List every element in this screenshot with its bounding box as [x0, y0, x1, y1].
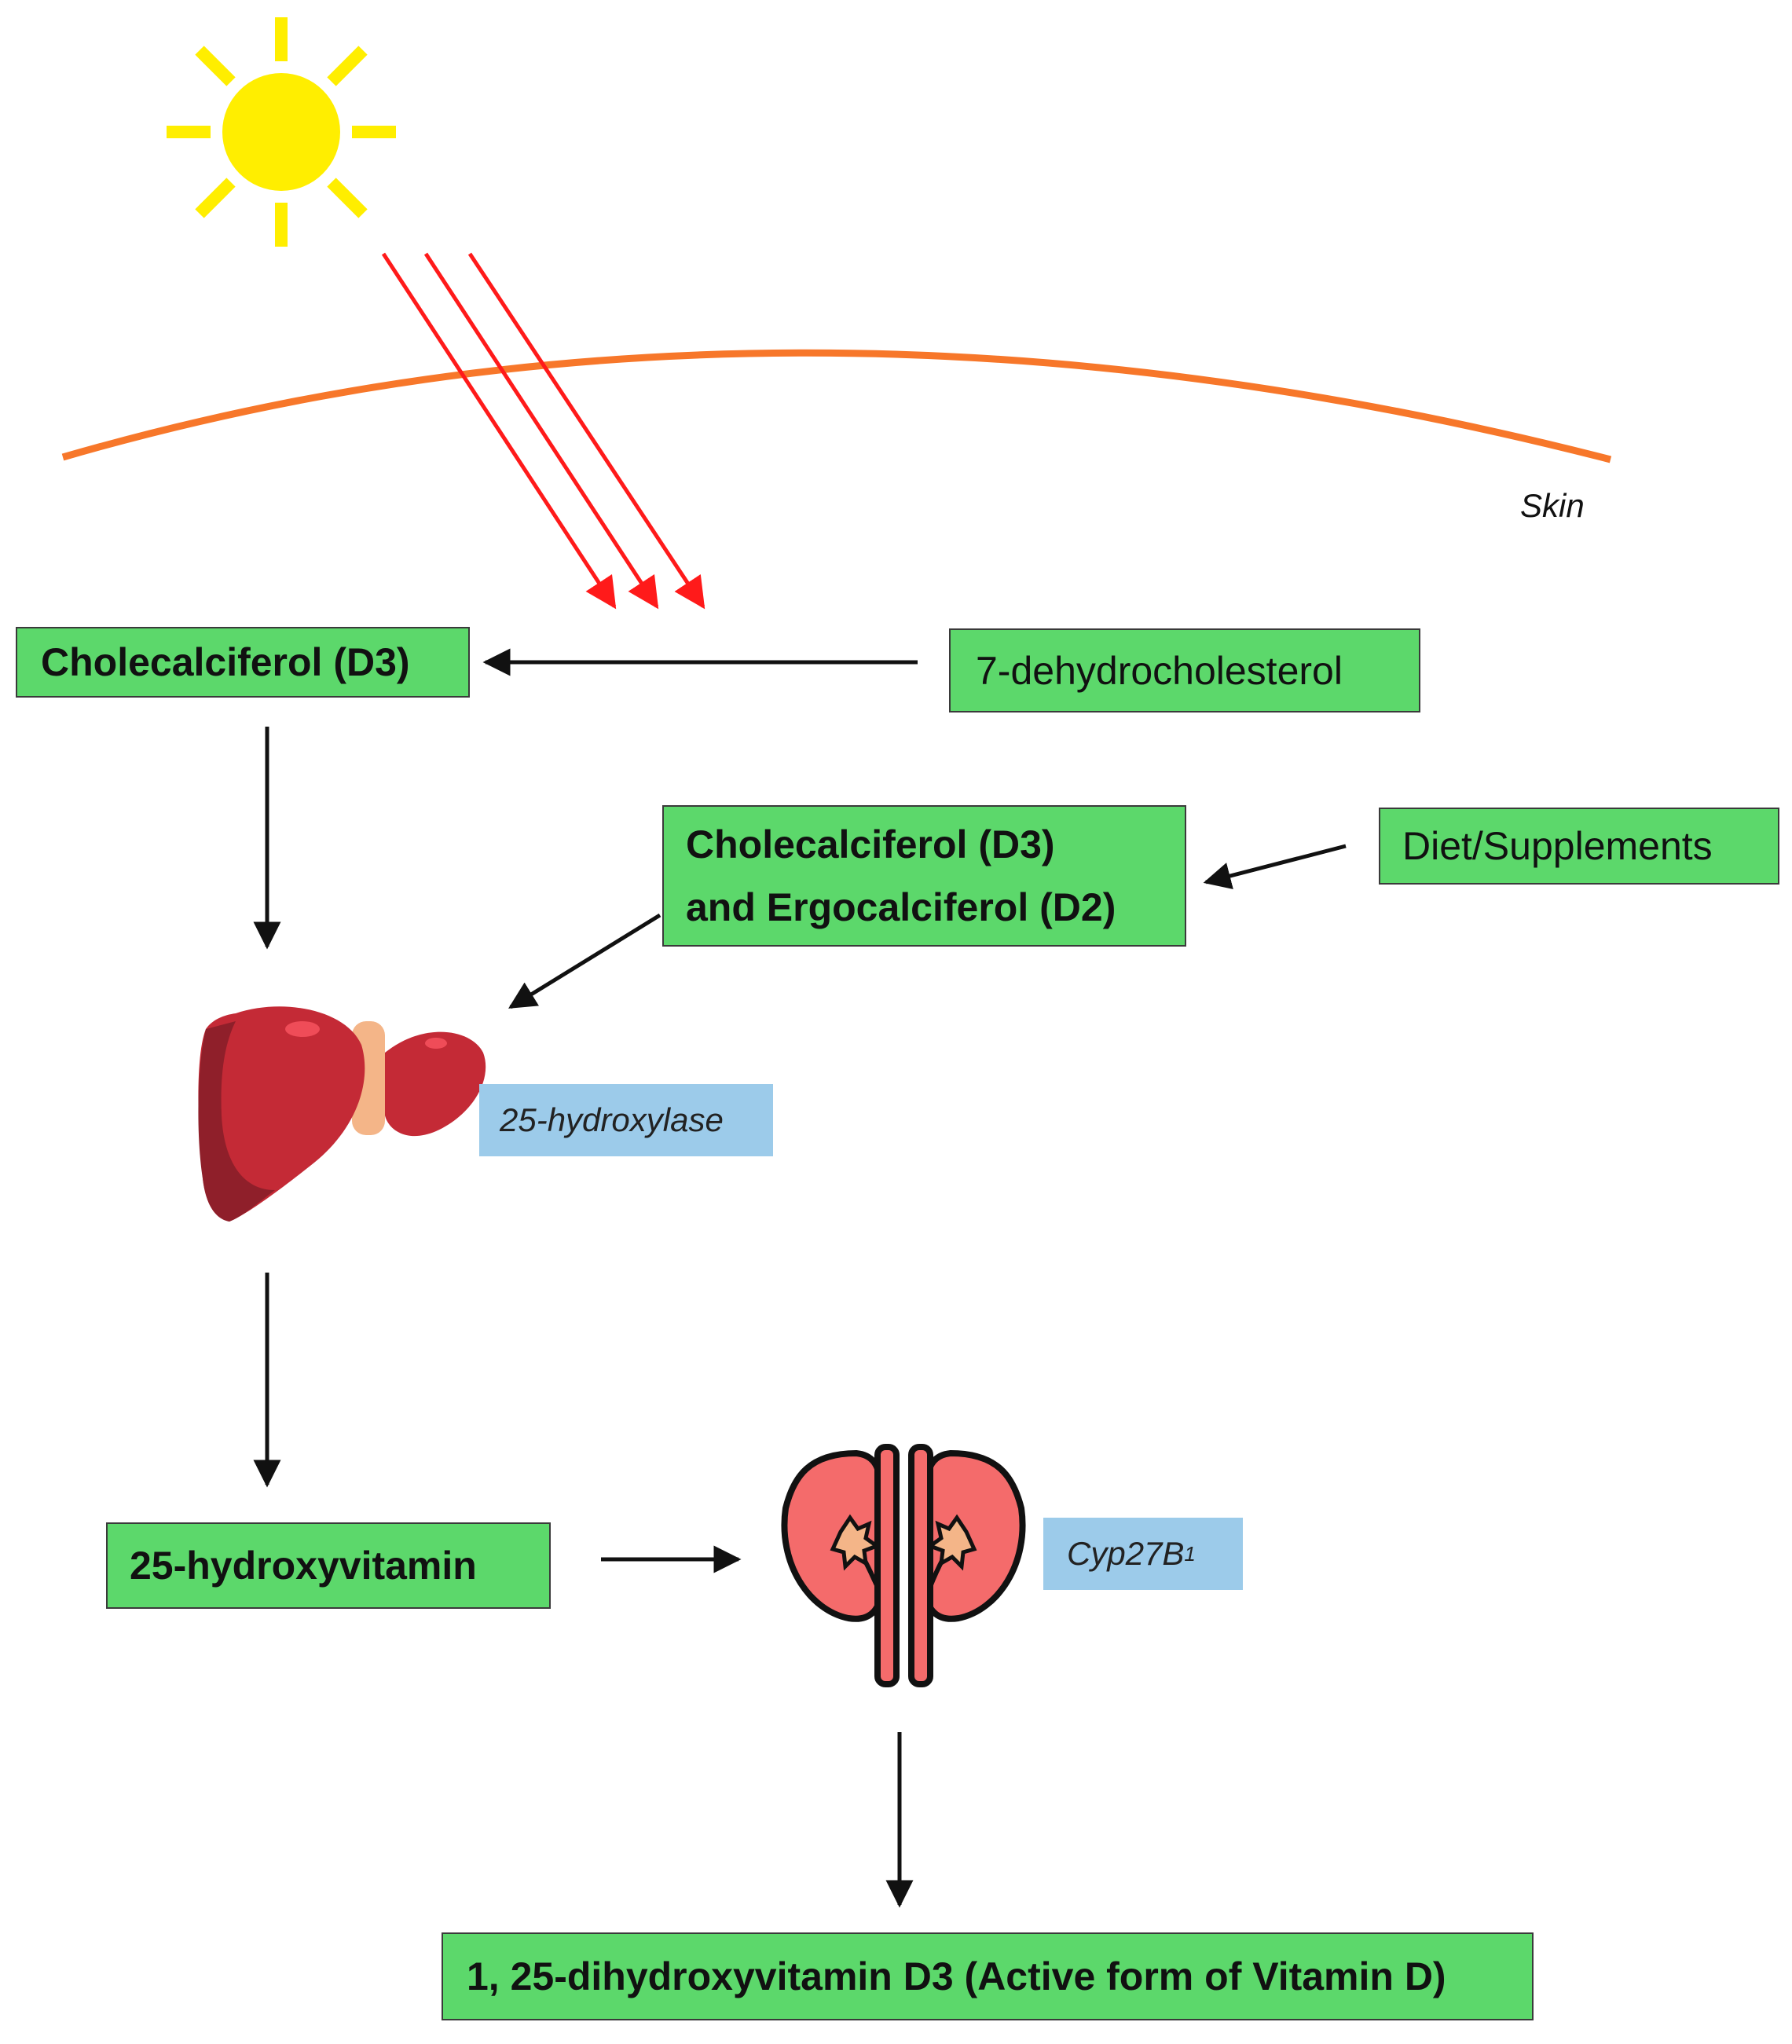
diet-supplements-box: Diet/Supplements [1379, 808, 1779, 885]
hydroxylase-label: 25-hydroxylase [500, 1101, 724, 1138]
dietary-d2-label: and Ergocalciferol (D2) [686, 885, 1116, 929]
skin-curve [61, 349, 1612, 463]
sun-icon [167, 17, 396, 247]
hydroxylase-enzyme-tag: 25-hydroxylase [479, 1084, 773, 1156]
dehydrocholesterol-label: 7-dehydrocholesterol [976, 648, 1343, 693]
dehydrocholesterol-box: 7-dehydrocholesterol [949, 628, 1420, 712]
cyp27b1-subscript: 1 [1184, 1541, 1196, 1566]
dietary-d3-d2-box: Cholecalciferol (D3) and Ergocalciferol … [662, 805, 1186, 947]
uv-ray-arrows [381, 252, 705, 610]
cholecalciferol-d3-box: Cholecalciferol (D3) [16, 627, 470, 698]
dietary-d3-label: Cholecalciferol (D3) [686, 822, 1055, 866]
active-vitamin-d-box: 1, 25-dihydroxyvitamin D3 (Active form o… [442, 1932, 1534, 2020]
hydroxyvitamin-box: 25-hydroxyvitamin [106, 1522, 551, 1609]
kidney-icon [781, 1444, 1026, 1687]
skin-label: Skin [1520, 487, 1585, 524]
cholecalciferol-d3-label: Cholecalciferol (D3) [41, 640, 410, 684]
active-vitamin-d-label: 1, 25-dihydroxyvitamin D3 (Active form o… [467, 1954, 1446, 1998]
hydroxyvitamin-label: 25-hydroxyvitamin [130, 1544, 477, 1588]
arrow-dietary-to-liver [508, 913, 661, 1009]
cyp27b1-label: Cyp27B [1067, 1535, 1185, 1572]
liver-icon [198, 1006, 486, 1222]
arrow-diet-to-dietary-d3-d2 [1203, 844, 1347, 890]
diet-supplements-label: Diet/Supplements [1402, 824, 1713, 868]
